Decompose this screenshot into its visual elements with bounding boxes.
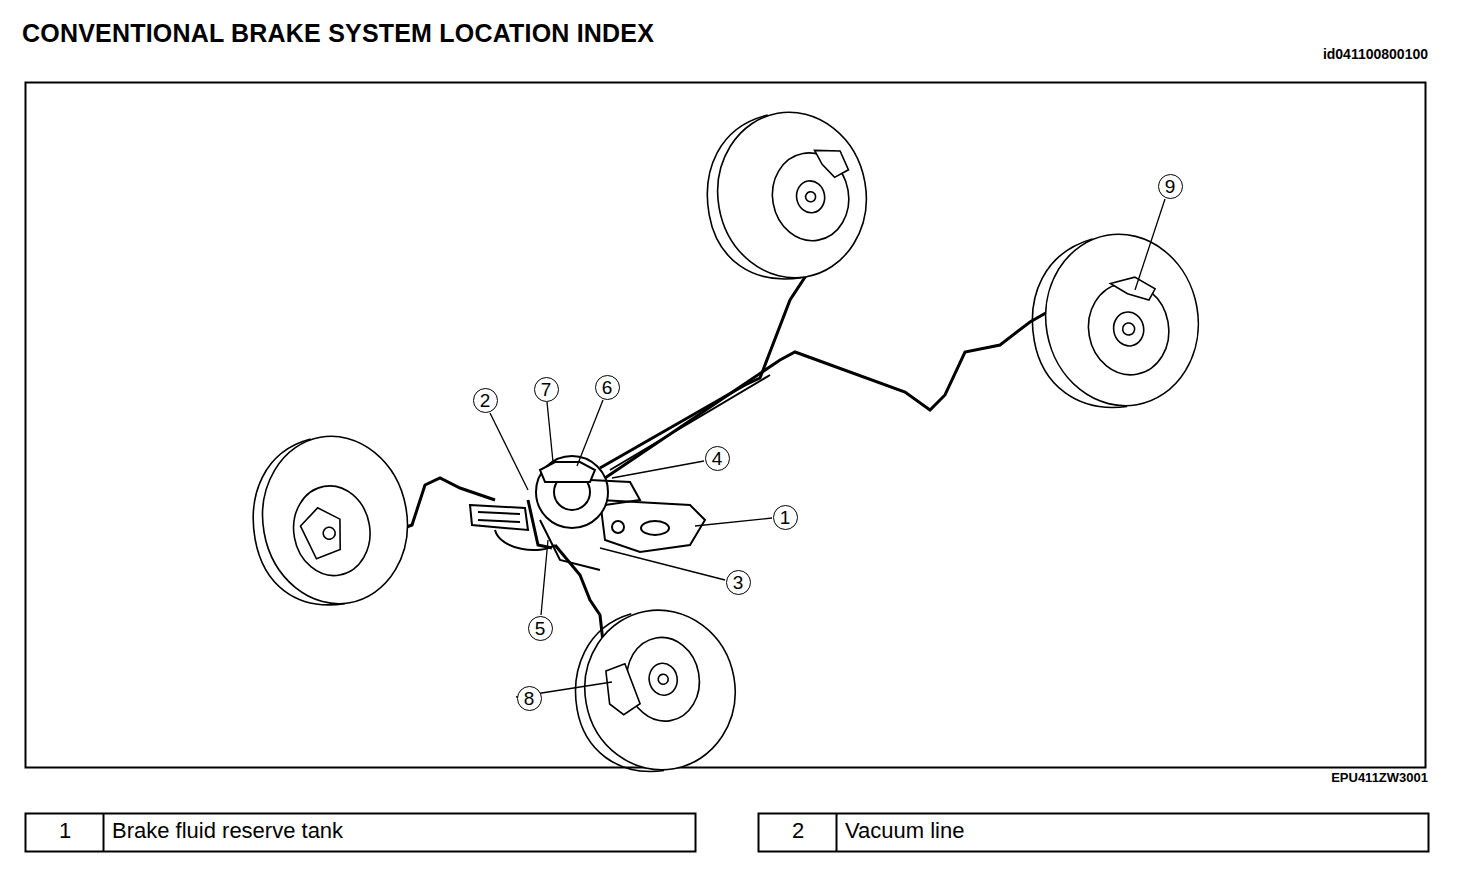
- wheel-rear-left-part: [815, 145, 850, 180]
- callout-circle: 5: [528, 616, 553, 641]
- callout-circle: 6: [595, 375, 620, 400]
- brake-lines: [355, 255, 1110, 668]
- master-cylinder-assembly-part: [536, 456, 608, 528]
- master-cylinder-assembly-part: [612, 521, 624, 533]
- leader-lines-part: [612, 461, 704, 478]
- callout-number: 5: [535, 619, 546, 638]
- wheel-rear-right-part: [1122, 322, 1136, 336]
- frame-part: [759, 814, 1429, 852]
- callout-circle: 4: [705, 446, 730, 471]
- callout-circle: 9: [1158, 174, 1183, 199]
- wheel-front-left-part: [240, 438, 345, 617]
- document-id: id041100800100: [1323, 46, 1428, 62]
- master-cylinder-assembly-part: [600, 500, 705, 552]
- wheel-front-left-part: [298, 504, 346, 560]
- wheel-front-right-part: [562, 613, 664, 784]
- callout-number: 2: [480, 391, 491, 410]
- wheel-rear-left: [694, 100, 879, 291]
- wheel-front-right-part: [620, 632, 705, 727]
- leader-lines: [490, 199, 1165, 697]
- master-cylinder-assembly-part: [540, 462, 595, 482]
- wheel-front-left-part: [322, 526, 336, 540]
- callout-number: 6: [602, 378, 613, 397]
- frame-part: [103, 813, 105, 852]
- callout-circle: 8: [517, 686, 542, 711]
- callout-number: 8: [524, 689, 535, 708]
- wheel-rear-right: [1018, 222, 1211, 420]
- wheel-rear-right-part: [1110, 274, 1157, 306]
- frame-part: [836, 813, 838, 852]
- leader-lines-part: [1135, 199, 1165, 290]
- leader-lines-part: [577, 400, 603, 466]
- leader-lines-part: [695, 518, 772, 526]
- leader-lines-part: [547, 402, 553, 462]
- callout-number: 1: [780, 508, 791, 527]
- callout-number: 3: [733, 573, 744, 592]
- master-cylinder-assembly-part: [478, 512, 520, 522]
- master-cylinder-assembly: [470, 456, 705, 570]
- brake-lines-part: [605, 292, 1110, 478]
- wheel-rear-right-part: [1111, 310, 1146, 349]
- frame-part: [26, 814, 696, 852]
- frame: [26, 83, 1429, 853]
- wheel-rear-left-part: [705, 100, 880, 289]
- wheel-front-right-part: [647, 661, 680, 697]
- callout-number: 7: [541, 380, 552, 399]
- brake-lines-part: [600, 255, 830, 468]
- callout-circle: 2: [473, 388, 498, 413]
- leader-lines-part: [490, 413, 528, 490]
- master-cylinder-assembly-part: [641, 521, 669, 535]
- wheel-rear-left-part: [694, 114, 802, 291]
- master-cylinder-assembly-part: [540, 520, 600, 570]
- brake-lines-part: [610, 375, 770, 470]
- table-number: 2: [760, 814, 836, 851]
- leader-lines-part: [541, 540, 548, 615]
- wheel-front-right: [562, 598, 747, 783]
- callout-circle: 3: [726, 570, 751, 595]
- wheel-rear-left-part: [805, 191, 817, 203]
- wheel-front-left-part: [250, 425, 421, 615]
- wheel-rear-left-part: [794, 179, 827, 215]
- callout-circle: 1: [773, 505, 798, 530]
- wheel-front-right-part: [657, 673, 669, 685]
- leader-lines-part: [600, 548, 725, 580]
- callout-number: 4: [712, 449, 723, 468]
- wheel-rear-right-part: [1019, 238, 1127, 420]
- table-part-name: Vacuum line: [845, 814, 1425, 851]
- master-cylinder-assembly-part: [590, 480, 640, 505]
- table-number: 1: [27, 814, 103, 851]
- wheel-front-right-part: [572, 598, 748, 782]
- wheel-front-left-part: [287, 480, 377, 582]
- figure-id: EPU411ZW3001: [1331, 770, 1428, 785]
- page-title: CONVENTIONAL BRAKE SYSTEM LOCATION INDEX: [22, 19, 654, 48]
- callout-circle: 7: [534, 377, 559, 402]
- callout-number: 9: [1165, 177, 1176, 196]
- master-cylinder-assembly-part: [470, 505, 528, 530]
- wheel-front-right-part: [603, 662, 641, 716]
- table-part-name: Brake fluid reserve tank: [112, 814, 692, 851]
- wheel-front-left: [240, 425, 421, 617]
